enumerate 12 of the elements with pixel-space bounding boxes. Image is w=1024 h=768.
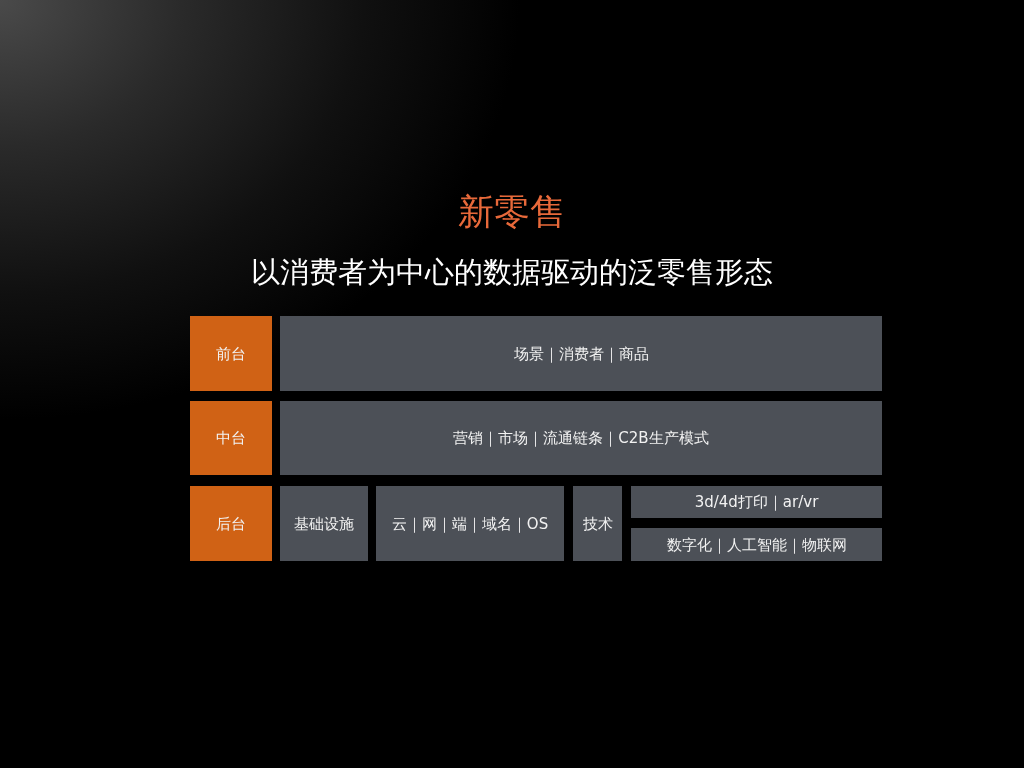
content-box: 基础设施 [280, 486, 368, 561]
content-box: 营销｜市场｜流通链条｜C2B生产模式 [280, 401, 882, 475]
content-box: 3d/4d打印｜ar/vr [631, 486, 882, 518]
category-box: 后台 [190, 486, 272, 561]
content-box: 云｜网｜端｜域名｜OS [376, 486, 564, 561]
content-box: 技术 [573, 486, 622, 561]
content-box: 数字化｜人工智能｜物联网 [631, 528, 882, 561]
subtitle: 以消费者为中心的数据驱动的泛零售形态 [250, 254, 774, 290]
category-box: 中台 [190, 401, 272, 475]
slide-title: 新零售 [457, 190, 567, 234]
category-box: 前台 [190, 316, 272, 391]
content-box: 场景｜消费者｜商品 [280, 316, 882, 391]
